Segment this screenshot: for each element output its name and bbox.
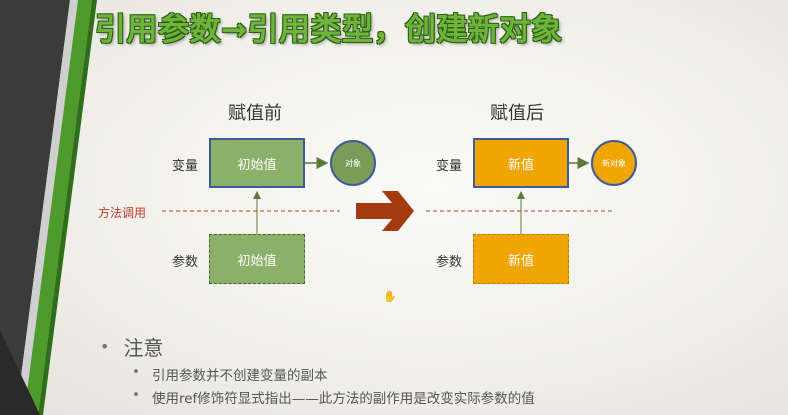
notes-item: • 引用参数并不创建变量的副本 xyxy=(132,364,535,384)
notes-item-text: 引用参数并不创建变量的副本 xyxy=(151,368,328,384)
after-parameter-label: 参数 xyxy=(436,255,463,270)
bullet-dot-icon: • xyxy=(132,387,140,403)
bullet-dot-icon: • xyxy=(100,337,110,356)
before-variable-box: 初始值 xyxy=(209,138,305,188)
after-variable-label: 变量 xyxy=(436,159,463,174)
after-parameter-box: 新值 xyxy=(473,234,569,284)
before-parameter-box: 初始值 xyxy=(209,234,305,284)
after-object-circle: 新对象 xyxy=(591,140,637,186)
before-object-circle: 对象 xyxy=(330,140,376,186)
bullet-dot-icon: • xyxy=(132,364,140,380)
after-heading: 赋值后 xyxy=(490,103,544,124)
notes-item: • 使用ref修饰符显式指出——此方法的副作用是改变实际参数的值 xyxy=(132,387,535,407)
before-variable-label: 变量 xyxy=(172,159,199,174)
transition-arrow xyxy=(356,191,414,231)
notes-section: • 注意 • 引用参数并不创建变量的副本 • 使用ref修饰符显式指出——此方法… xyxy=(100,332,535,407)
after-variable-box: 新值 xyxy=(473,138,569,188)
before-heading: 赋值前 xyxy=(228,103,282,124)
left-decoration xyxy=(0,0,97,415)
slide-title: 引用参数→引用类型，创建新对象 xyxy=(95,12,563,48)
notes-item-text: 使用ref修饰符显式指出——此方法的副作用是改变实际参数的值 xyxy=(151,391,535,407)
notes-heading: 注意 xyxy=(123,336,164,360)
mouse-cursor-icon: ✋ xyxy=(383,290,397,303)
notes-heading-row: • 注意 xyxy=(100,332,535,361)
method-call-label: 方法调用 xyxy=(98,206,147,220)
before-parameter-label: 参数 xyxy=(172,255,199,270)
